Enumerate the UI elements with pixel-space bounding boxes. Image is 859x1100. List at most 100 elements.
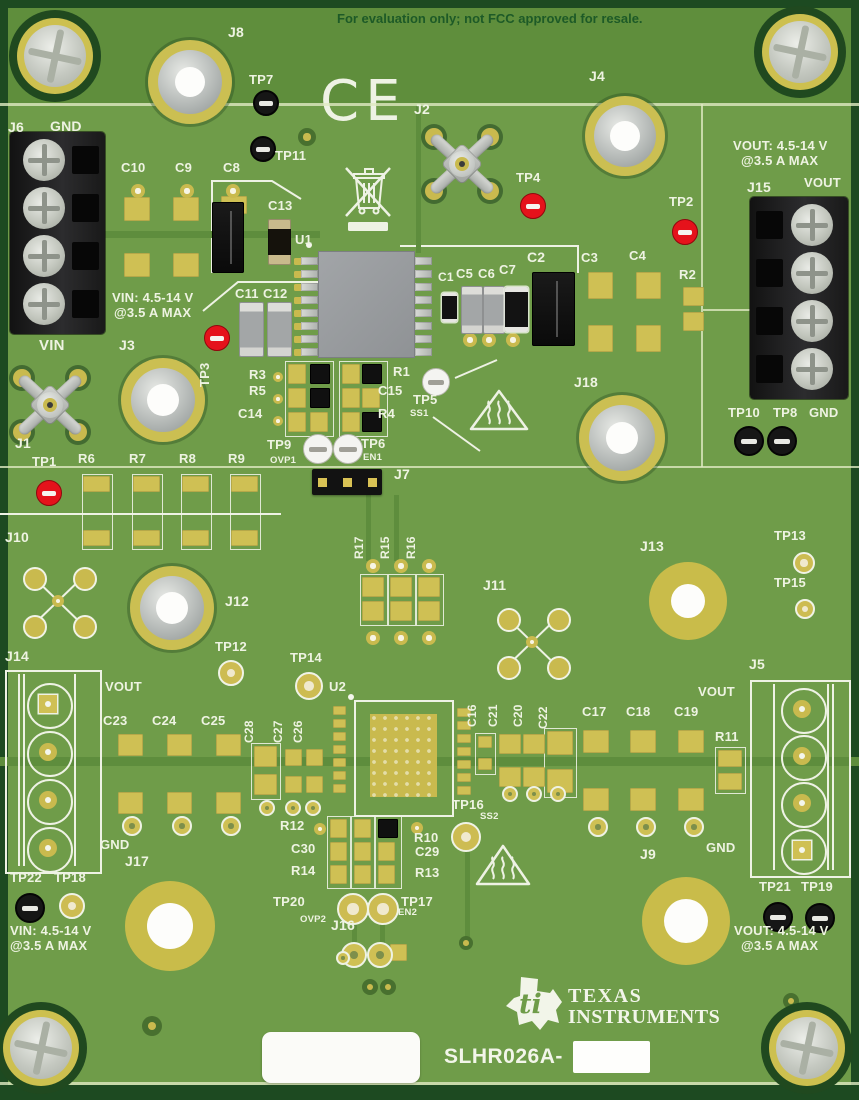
board-edge-right [851, 0, 859, 1100]
pad-39 [167, 734, 192, 756]
ic-u1-pin-left [301, 348, 318, 356]
connector-footprint-j14-line [18, 674, 20, 866]
pin-header-j7 [312, 469, 382, 495]
silk-line-0 [0, 513, 281, 515]
pad-16 [182, 530, 209, 546]
footprint-outline-0 [82, 474, 113, 550]
via-4 [362, 979, 378, 995]
label-c15: C15 [378, 383, 403, 398]
pad-10 [683, 312, 704, 331]
label-vin-rating-bottom-2: @3.5 A MAX [10, 938, 88, 953]
label-en1: EN1 [363, 452, 383, 463]
pad-33 [390, 577, 412, 597]
label-c3: C3 [581, 250, 599, 265]
label-vout-rating-bottom-2: @3.5 A MAX [741, 938, 819, 953]
label-c23: C23 [103, 713, 128, 728]
ic-footprint-u2-thermal-pad [370, 714, 437, 797]
pad-3 [173, 253, 199, 277]
footprint-outline-5 [339, 361, 388, 437]
pad-78 [333, 745, 346, 754]
copper-trace-3 [352, 919, 357, 951]
connector-footprint-j14-pin-hole [45, 845, 51, 851]
pad-86 [457, 760, 471, 769]
gold-pad-12 [366, 631, 380, 645]
pad-47 [306, 749, 323, 766]
label-gnd-right: GND [809, 405, 839, 420]
pad-84 [457, 734, 471, 743]
test-point-tp14 [295, 672, 323, 700]
test-point-tp5-center [427, 379, 445, 385]
label-c2: C2 [527, 249, 546, 265]
connector-footprint-j14-pin-ring [27, 779, 73, 825]
pad-88 [457, 786, 471, 795]
pad-54 [478, 758, 492, 770]
pad-53 [478, 736, 492, 748]
pad-96 [294, 349, 302, 356]
test-point-tp18 [59, 893, 85, 919]
connector-footprint-j5-pin-ring [781, 829, 827, 875]
pad-87 [457, 773, 471, 782]
terminal-block-j6-slot [72, 146, 99, 174]
gold-pad-15 [314, 823, 326, 835]
pad-13 [133, 476, 160, 492]
footprint-outline-12 [715, 747, 746, 794]
pad-22 [310, 388, 330, 408]
pad-73 [378, 865, 395, 884]
gold-pad-6 [273, 372, 283, 382]
pad-51 [523, 734, 545, 754]
ic-u1-pin-right [415, 322, 432, 330]
label-c25: C25 [201, 713, 226, 728]
pad-26 [362, 364, 382, 384]
terminal-block-j6-screw-slot [41, 192, 47, 224]
gold-pad-13 [394, 631, 408, 645]
test-point-tp2 [672, 219, 698, 245]
test-point-tp8-center [773, 438, 791, 444]
pad-1 [124, 253, 150, 277]
label-r5: R5 [249, 383, 267, 398]
footprint-outline-1 [132, 474, 163, 550]
pad-58 [583, 788, 609, 811]
pad-5 [588, 272, 613, 299]
label-r4: R4 [378, 406, 396, 421]
label-c26: C26 [291, 720, 305, 743]
ic-u1 [318, 251, 415, 358]
component-c8-diode [212, 202, 244, 273]
label-r9: R9 [228, 451, 246, 466]
copper-trace-4 [380, 919, 385, 951]
pad-57 [583, 730, 609, 753]
component-c13 [268, 219, 291, 265]
ic-u1-pin-right [415, 348, 432, 356]
ti-logo-line1: TEXAS [568, 985, 643, 1007]
ic-u1-pin-left [301, 335, 318, 343]
pad-72 [354, 865, 371, 884]
pad-69 [354, 842, 371, 861]
label-r10: R10 [414, 830, 439, 845]
ic-u1-pin-right [415, 309, 432, 317]
test-point-tp11-center [256, 146, 270, 152]
pad-52 [523, 767, 545, 787]
sma-footprint-j10 [20, 565, 97, 639]
footprint-outline-9 [251, 743, 281, 800]
label-tp13: TP13 [774, 528, 806, 543]
terminal-block-j6-screw-slot [41, 240, 47, 272]
hole-j13-bore [671, 584, 705, 618]
ic-u1-pin-right [415, 335, 432, 343]
label-r8: R8 [179, 451, 197, 466]
sma-footprint-j10-center [52, 595, 64, 607]
pad-90 [294, 271, 302, 278]
pad-75 [333, 706, 346, 715]
sma-footprint-j11-pad [497, 608, 521, 632]
terminal-block-j6 [10, 132, 105, 334]
pad-77 [333, 732, 346, 741]
label-c4: C4 [629, 248, 647, 263]
pad-19 [288, 364, 306, 384]
label-gnd-bottom-left: GND [100, 837, 130, 852]
test-point-tp6 [333, 434, 363, 464]
pad-50 [499, 767, 521, 787]
connector-footprint-j14-line [23, 674, 25, 866]
label-c7: C7 [499, 262, 517, 277]
sma-connector-j1 [2, 361, 98, 447]
pad-67 [378, 819, 398, 838]
connector-footprint-j5-pin-ring [781, 782, 827, 828]
